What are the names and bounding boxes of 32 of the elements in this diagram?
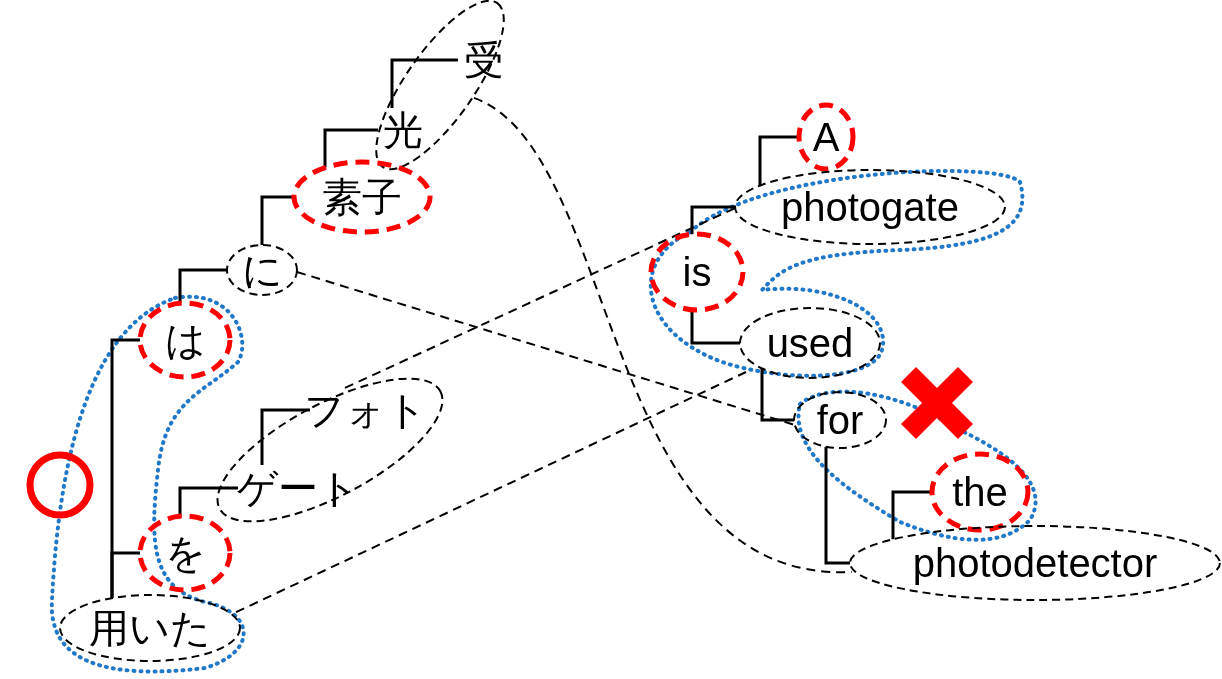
word-ellipse: photodetector [850,526,1220,600]
tree-connector [260,195,294,245]
tree-connector [891,490,932,540]
word-ellipse: for [794,392,886,448]
alignment-line [473,96,853,573]
highlighted-word-ellipse: is [651,234,743,310]
tree-connector [178,486,238,517]
tree-connector [824,446,850,565]
highlighted-word-ellipse: は [140,303,230,377]
tree-connector [760,368,794,422]
word-label: 光 [378,108,428,152]
tree-connector [758,135,799,186]
word-ellipse: used [740,308,880,378]
tree-connector [690,205,735,235]
word-ellipse: 用いた [60,595,240,661]
circle-mark [26,451,94,519]
alignment-line [235,371,747,614]
word-ellipse: photogate [735,170,1005,244]
tree-connector [323,128,378,168]
tree-connector [178,268,227,304]
tree-connector [690,309,740,345]
highlighted-word-ellipse: A [799,105,853,169]
tree-connector [260,408,310,465]
highlighted-word-ellipse: 素子 [294,162,430,232]
highlighted-word-ellipse: を [140,516,230,590]
tree-connector [390,58,458,108]
word-label: フォト [310,388,420,432]
highlighted-word-ellipse: the [932,454,1028,530]
tree-connector [110,551,140,599]
phrase-ellipse [218,379,442,521]
word-ellipse: に [227,245,297,295]
word-label: 受 [458,35,510,85]
